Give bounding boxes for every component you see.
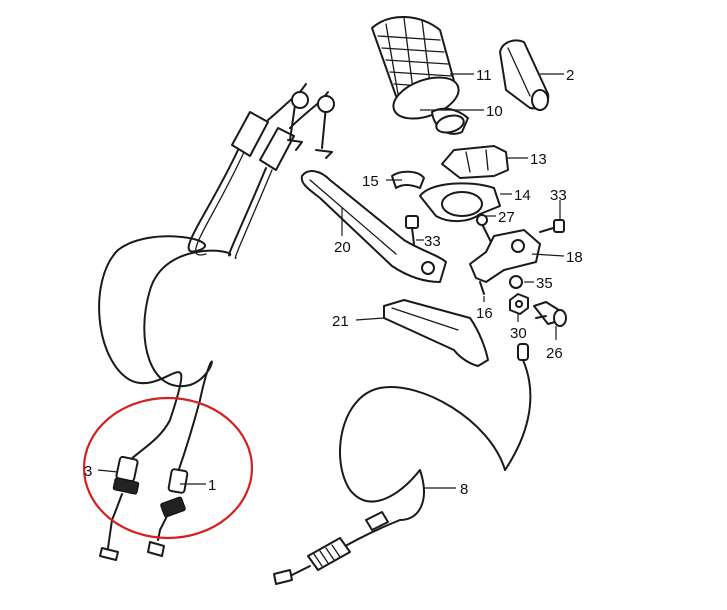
nut-and-bolt <box>509 293 567 327</box>
callout-20: 20 <box>334 239 351 256</box>
callout-26: 26 <box>546 345 563 362</box>
callout-21: 21 <box>332 313 349 330</box>
throttle-cable-assembly <box>98 83 335 561</box>
throttle-cable-1-end <box>147 468 189 557</box>
callout-13: 13 <box>530 151 547 168</box>
callout-27: 27 <box>498 209 515 226</box>
highlight-ellipse <box>82 396 254 540</box>
switch-holder <box>469 229 541 295</box>
callout-33-right: 33 <box>550 187 567 204</box>
callout-3: 3 <box>84 463 92 480</box>
callout-10: 10 <box>486 103 503 120</box>
callout-8: 8 <box>460 481 468 498</box>
callout-16: 16 <box>476 305 493 322</box>
clutch-cable <box>273 343 532 585</box>
callout-labels: 1 2 3 8 10 11 13 14 15 16 18 20 21 26 27… <box>84 67 583 498</box>
callout-33-left: 33 <box>424 233 441 250</box>
callout-11: 11 <box>476 67 492 84</box>
callout-18: 18 <box>566 249 583 266</box>
lever-bracket-assembly <box>391 145 565 245</box>
leader-lines <box>97 73 565 489</box>
callout-2: 2 <box>566 67 574 84</box>
callout-30: 30 <box>510 325 527 342</box>
callout-15: 15 <box>362 173 379 190</box>
lever-cover <box>383 299 489 367</box>
callout-35: 35 <box>536 275 553 292</box>
throttle-cable-3-end <box>99 455 140 561</box>
throttle-grip <box>371 15 469 135</box>
bar-end-weight <box>499 39 550 111</box>
callout-14: 14 <box>514 187 531 204</box>
callout-1: 1 <box>208 477 216 494</box>
clutch-lever <box>300 170 447 283</box>
